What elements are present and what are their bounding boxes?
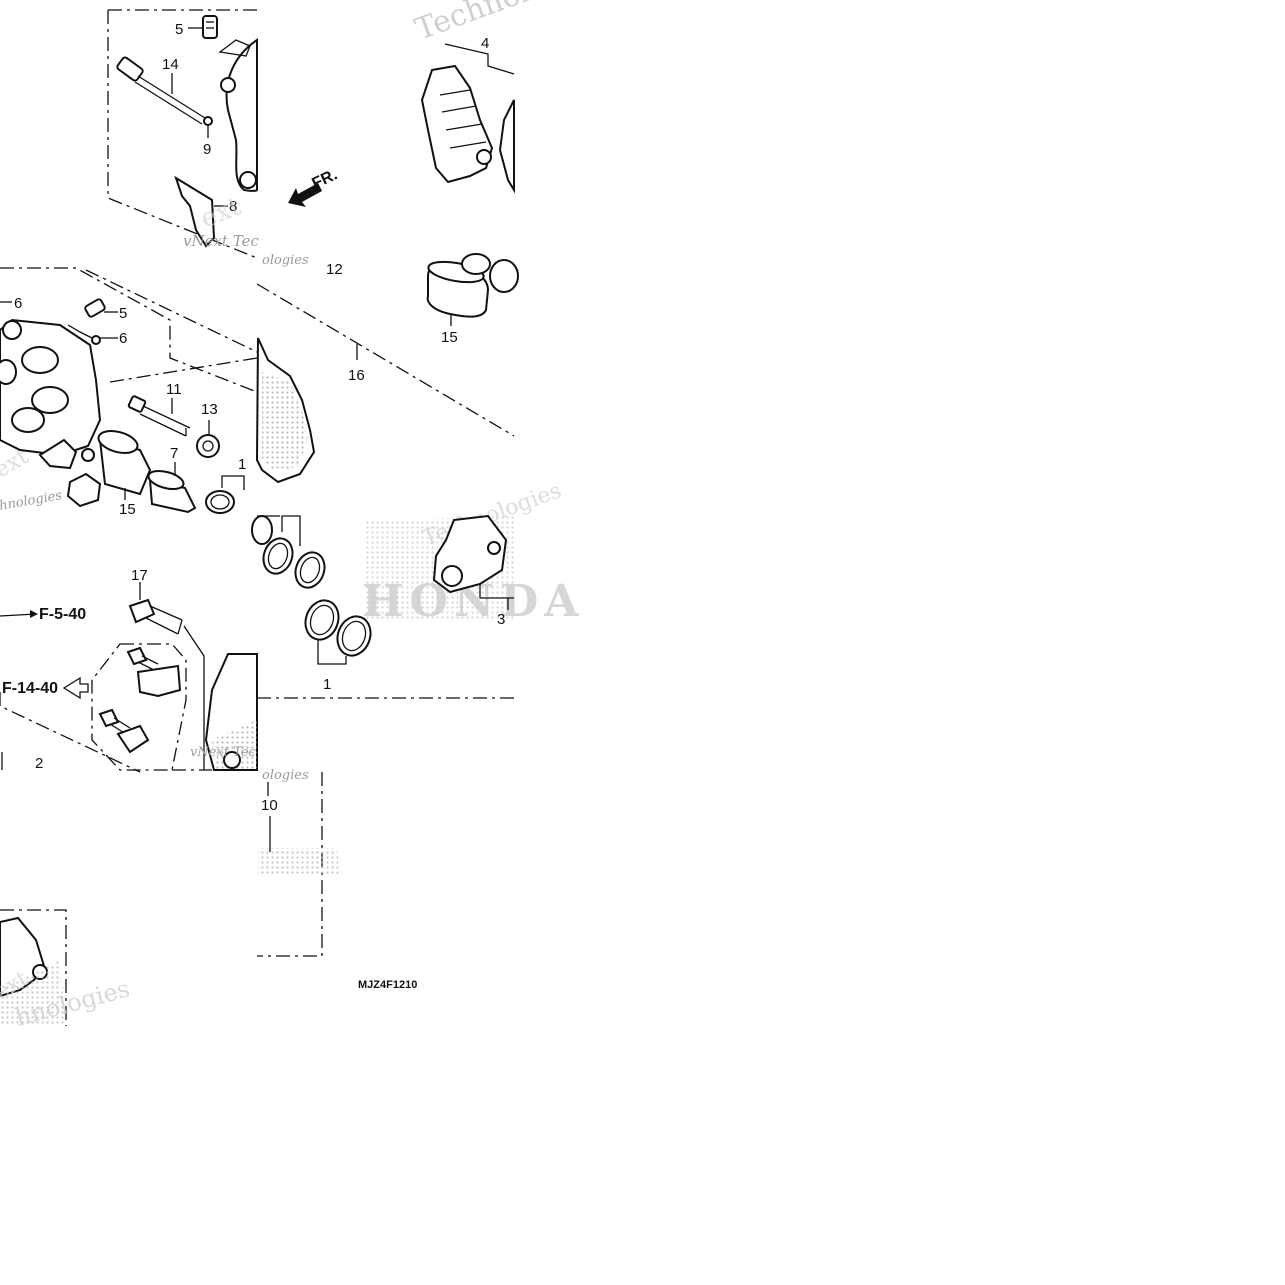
part-number-8: 8 (229, 198, 237, 215)
part-number-12: 12 (326, 261, 343, 278)
reference-f-14-40[interactable]: F-14-40 (2, 680, 58, 697)
watermark-text-5: ologies (262, 768, 309, 783)
piston-seal-set (251, 515, 326, 589)
reference-f-5-40[interactable]: F-5-40 (39, 606, 86, 623)
part-number-15: 15 (119, 501, 136, 518)
caliper-piston (97, 430, 152, 496)
caliper-bracket-right (432, 514, 508, 594)
part-number-2: 2 (35, 755, 43, 772)
part-number-6: 6 (14, 295, 22, 312)
bleeder-valve-lower (84, 298, 106, 318)
part-number-17: 17 (131, 567, 148, 584)
part-number-11: 11 (166, 381, 182, 398)
part-number-15-right: 15 (441, 329, 458, 346)
watermark-text-2: hnologies (0, 488, 63, 514)
caliper-slide-pin (127, 395, 191, 437)
reference-arrow-icon (62, 676, 89, 700)
drawing-code: MJZ4F1210 (358, 979, 417, 991)
piston-seal-set-lower (304, 599, 372, 657)
caliper-body (0, 318, 102, 470)
watermark-text-4: vNext Tec (190, 745, 256, 760)
tile-lower-left: F-5-40 F-14-40 17 2 (0, 567, 258, 773)
part-number-9: 9 (203, 141, 211, 158)
tile-top-middle: Technologies 4 FR. (288, 0, 609, 207)
watermark-text: vNext Tec (183, 232, 259, 250)
bleeder-valve (202, 15, 218, 39)
seal-right (461, 253, 491, 275)
bracket-bolt (126, 646, 159, 671)
pin-boot (196, 434, 220, 458)
piston-seal (205, 490, 235, 514)
bracket-clip (116, 724, 150, 754)
bracket-bolt-lower (98, 708, 131, 735)
part-number-5: 5 (175, 21, 183, 38)
part-number-1: 1 (238, 456, 246, 473)
watermark-brand: Technologies (411, 0, 610, 48)
part-number-4: 4 (481, 35, 489, 52)
part-number-10: 10 (261, 797, 278, 814)
part-number-7: 7 (170, 445, 178, 462)
bleeder-cap (218, 39, 251, 57)
mounting-bolt (128, 598, 183, 635)
tile-middle: 12 ologies 15 16 (256, 253, 519, 437)
bleeder-cap-lower (67, 324, 97, 341)
part-number-13: 13 (201, 401, 218, 418)
part-number-3: 3 (497, 611, 505, 628)
caliper-piston-small (147, 469, 197, 514)
part-number-16: 16 (348, 367, 365, 384)
tile-lower-middle: 10 ologies MJZ4F1210 (257, 768, 417, 991)
tile-middle-left: 6 5 6 11 (0, 267, 316, 518)
caliper-body-fragment (225, 38, 258, 192)
tile-bottom-left: ext hnologies (0, 909, 133, 1032)
part-number-1-lower: 1 (323, 676, 331, 693)
front-direction-label: FR. (310, 166, 341, 192)
part-number-14: 14 (162, 56, 179, 73)
seal-right-2 (489, 259, 519, 293)
brake-pad (420, 64, 494, 184)
part-number-6-lower: 6 (119, 330, 127, 347)
assembly-boundary-line (107, 10, 258, 259)
part-number-5-lower: 5 (119, 305, 127, 322)
bracket-group-boundary (91, 643, 187, 771)
watermark-text-3: ologies (262, 253, 309, 268)
bracket-plate (136, 664, 182, 698)
tile-top-left: 5 14 9 8 vNext Tec ext (107, 9, 259, 259)
pad-spring (174, 175, 216, 248)
tile-right-middle: 1 HONDA Technologies 3 (251, 478, 578, 699)
brake-pad-second (498, 99, 515, 194)
nut (66, 472, 102, 508)
front-direction-arrow (288, 183, 322, 207)
pin-clip (203, 116, 213, 126)
pad-pin (116, 56, 206, 125)
